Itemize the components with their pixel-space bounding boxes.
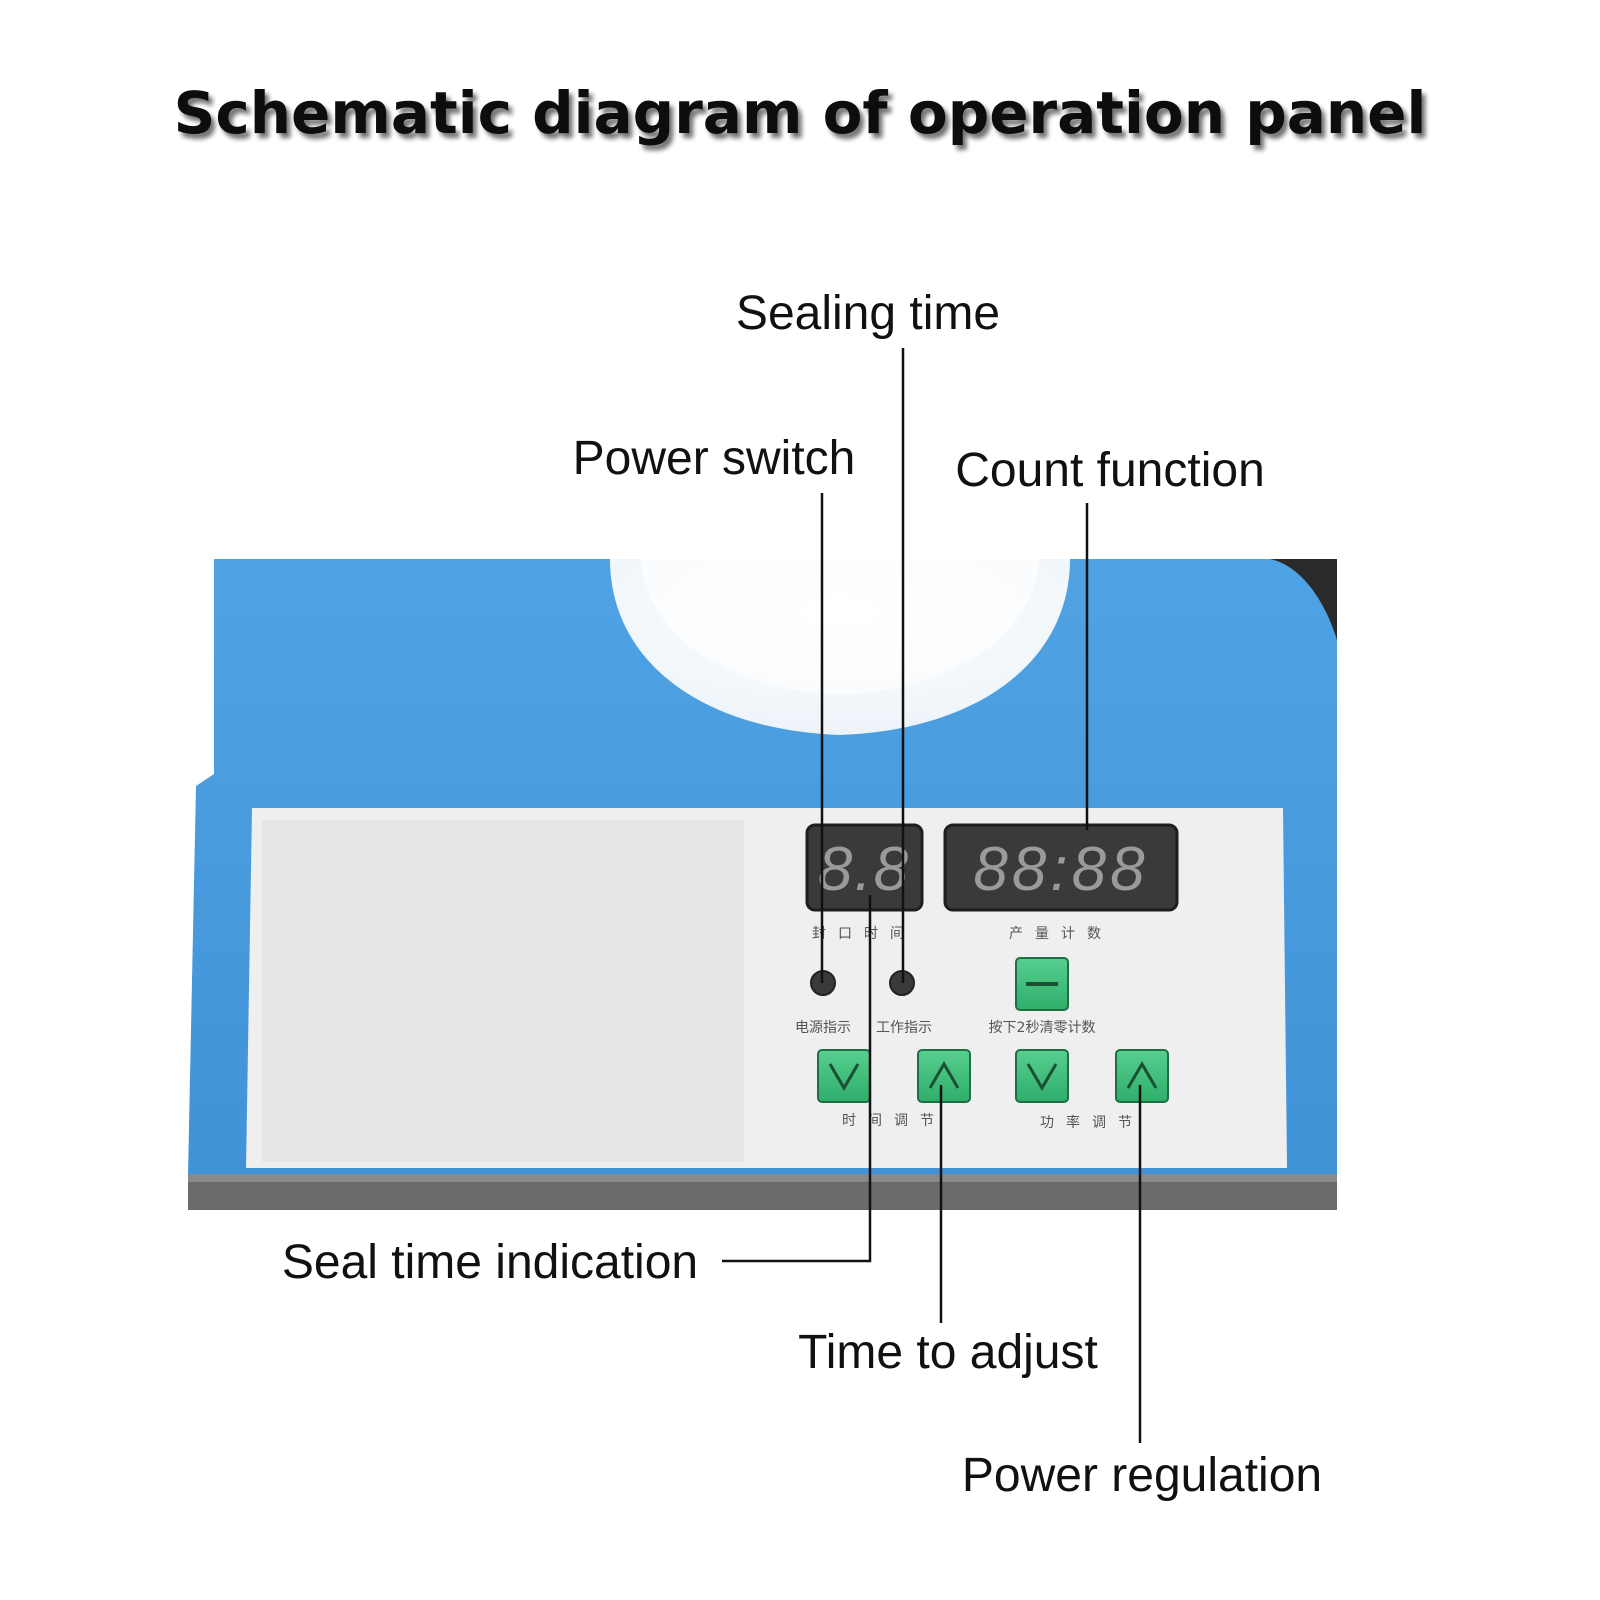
seal-time-digits: 8.8 [818, 835, 910, 904]
callout-power-regulation: Power regulation [962, 1449, 1322, 1502]
housing-base-edge [188, 1174, 1337, 1182]
callout-sealing-time: Sealing time [736, 287, 1000, 340]
leader-lines [722, 348, 1142, 1443]
chevron-up-icon [1126, 1061, 1158, 1089]
reset-count-button[interactable]: 按下2秒清零计数 [989, 957, 1096, 1036]
power-adjust-label: 功率调节 [1040, 1114, 1144, 1131]
faceplate-blank-area [262, 820, 744, 1162]
chevron-up-icon [928, 1061, 960, 1089]
count-display-label: 产量计数 [1009, 926, 1113, 942]
time-adjust-label: 时间调节 [842, 1113, 946, 1129]
work-led-label: 工作指示 [876, 1020, 932, 1036]
chevron-down-icon [828, 1063, 860, 1091]
callout-power-switch: Power switch [573, 432, 856, 485]
time-up-face[interactable] [917, 1049, 971, 1103]
page-title: Schematic diagram of operation panel [174, 79, 1427, 147]
reset-button-label: 按下2秒清零计数 [989, 1020, 1096, 1036]
power-down-face[interactable] [1015, 1049, 1069, 1103]
seal-time-display-bezel [805, 823, 924, 912]
time-up-button[interactable] [917, 1049, 971, 1103]
chevron-down-icon [1026, 1063, 1058, 1091]
power-down-button[interactable] [1015, 1049, 1069, 1103]
count-digits: 88:88 [973, 835, 1148, 904]
power-up-button[interactable] [1115, 1049, 1169, 1103]
callout-time-to-adjust: Time to adjust [798, 1326, 1098, 1379]
count-display: 88:88 产量计数 [943, 823, 1179, 942]
leader-seal-time-indication [722, 895, 872, 1263]
power-led-label: 电源指示 [795, 1020, 851, 1036]
time-down-button[interactable] [817, 1049, 871, 1103]
power-cord [1270, 559, 1337, 640]
count-display-bezel [943, 823, 1179, 912]
seal-time-label: 封口时间 [812, 926, 916, 942]
callout-seal-time-indication: Seal time indication [282, 1236, 698, 1289]
seal-time-display: 8.8 封口时间 [805, 823, 924, 942]
power-up-face[interactable] [1115, 1049, 1169, 1103]
time-down-face[interactable] [817, 1049, 871, 1103]
callout-count-function: Count function [955, 444, 1265, 497]
sealing-cup-inner [640, 559, 1040, 695]
